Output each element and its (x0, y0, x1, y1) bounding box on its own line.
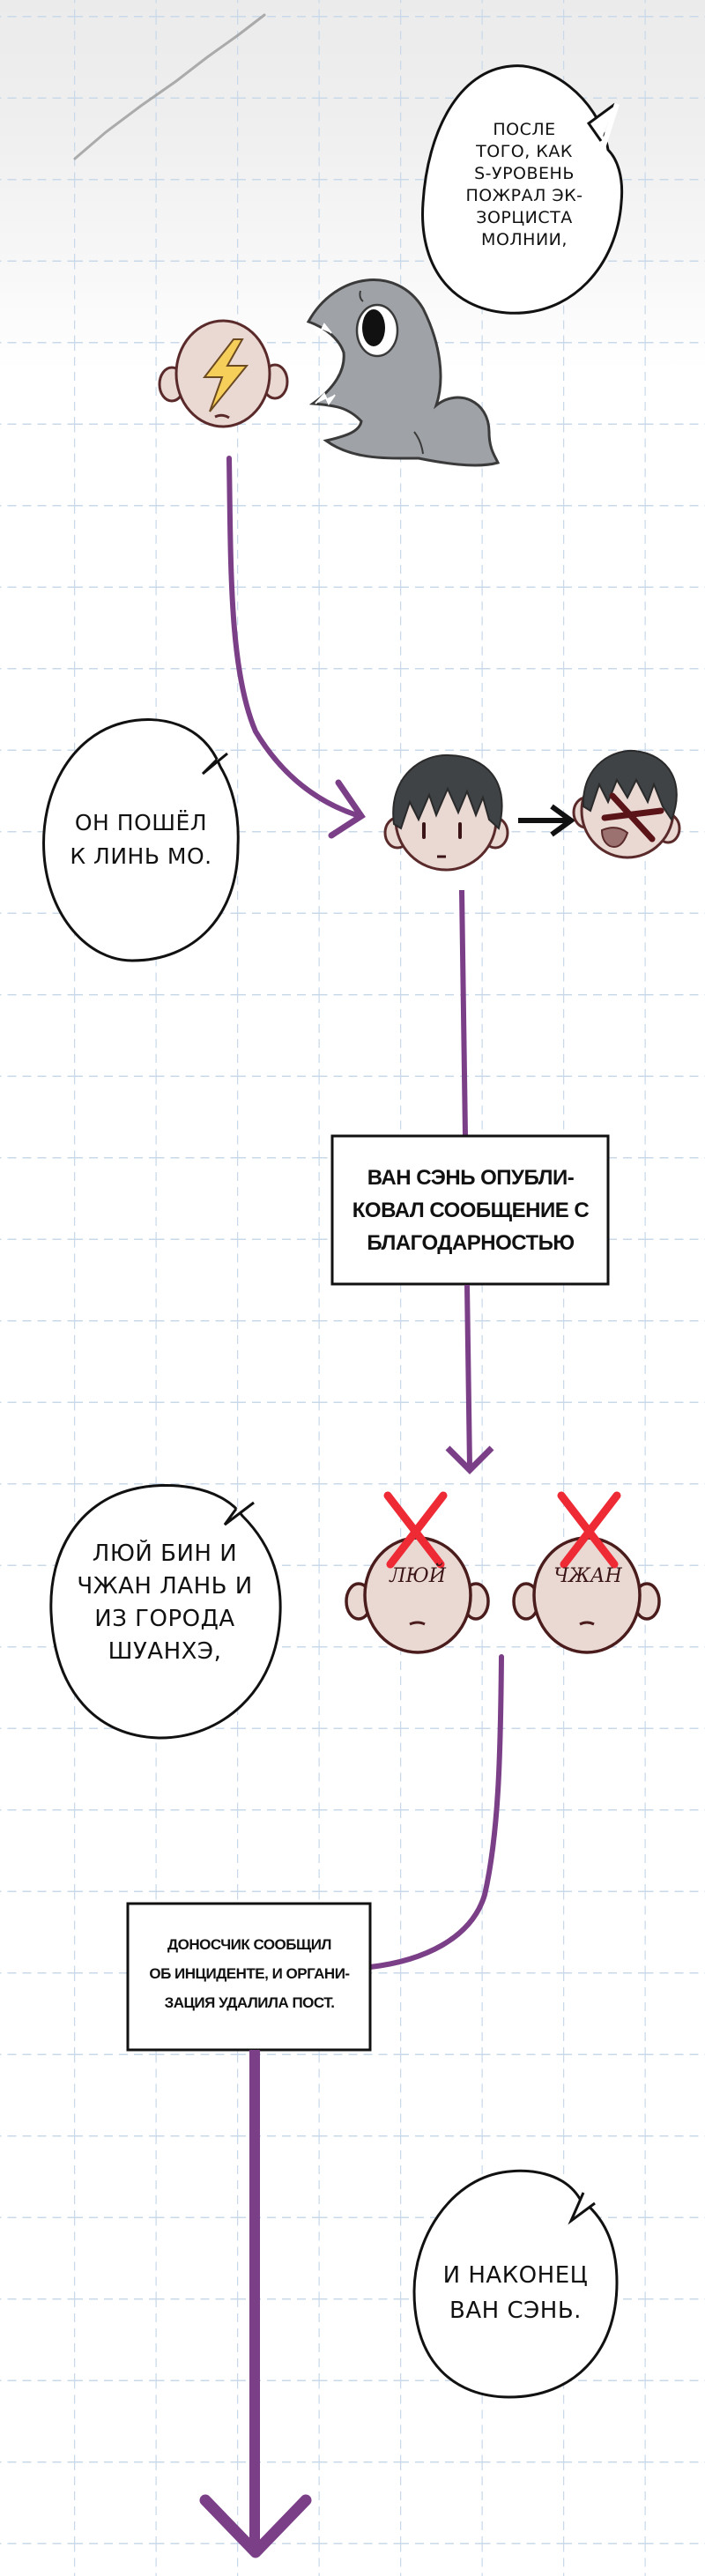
connector-arrow-3 (445, 1284, 494, 1474)
bubble-2-text: ОН ПОШЁЛ К ЛИНЬ МО. (70, 810, 212, 869)
bubble-4-text: И НАКОНЕЦ ВАН СЭНЬ. (442, 2262, 589, 2324)
arrowhead-icon (445, 1445, 494, 1474)
lin-mo-dead-face (572, 749, 681, 859)
box-1-text: ВАН СЭНЬ ОПУБЛИ- КОВАЛ СООБЩЕНИЕ С БЛАГО… (352, 1166, 590, 1255)
connector-arrow-1 (226, 456, 366, 839)
pencil-stroke (73, 13, 266, 160)
arrow-down-icon (199, 2050, 312, 2558)
monster-icon (306, 278, 501, 467)
bubble-3-text: ЛЮЙ БИН И ЧЖАН ЛАНЬ И ИЗ ГОРОДА ШУАНХЭ, (77, 1540, 253, 1665)
box-2-text: ДОНОСЧИК СООБЩИЛ ОБ ИНЦИДЕНТЕ, И ОРГАНИ-… (149, 1936, 350, 2011)
arrow-right-icon (518, 804, 576, 837)
speech-bubble-4 (412, 2169, 619, 2399)
speech-bubble-1 (421, 64, 624, 315)
lin-mo-face (383, 753, 509, 872)
face-label-zhan: ЧЖАН (553, 1565, 622, 1587)
lightning-exorcist-face (158, 319, 289, 428)
arrowhead-icon (328, 779, 366, 839)
red-x-icon (557, 1491, 621, 1569)
speech-bubble-2 (42, 718, 240, 962)
box-2-frame (126, 1902, 372, 2052)
bubble-1-text: ПОСЛЕ ТОГО, КАК S-УРОВЕНЬ ПОЖРАЛ ЭК- ЗОР… (465, 120, 583, 249)
connector-line-2 (459, 889, 468, 1137)
zhan-lan-face (512, 1491, 661, 1654)
luy-bin-face (345, 1491, 490, 1654)
connector-curve-4 (367, 1654, 504, 1970)
red-x-icon (383, 1491, 448, 1569)
face-label-luy: ЛЮЙ (390, 1565, 446, 1587)
speech-bubble-3 (49, 1483, 282, 1740)
lightning-bolt-icon (202, 338, 249, 412)
box-1-frame (330, 1134, 610, 1286)
